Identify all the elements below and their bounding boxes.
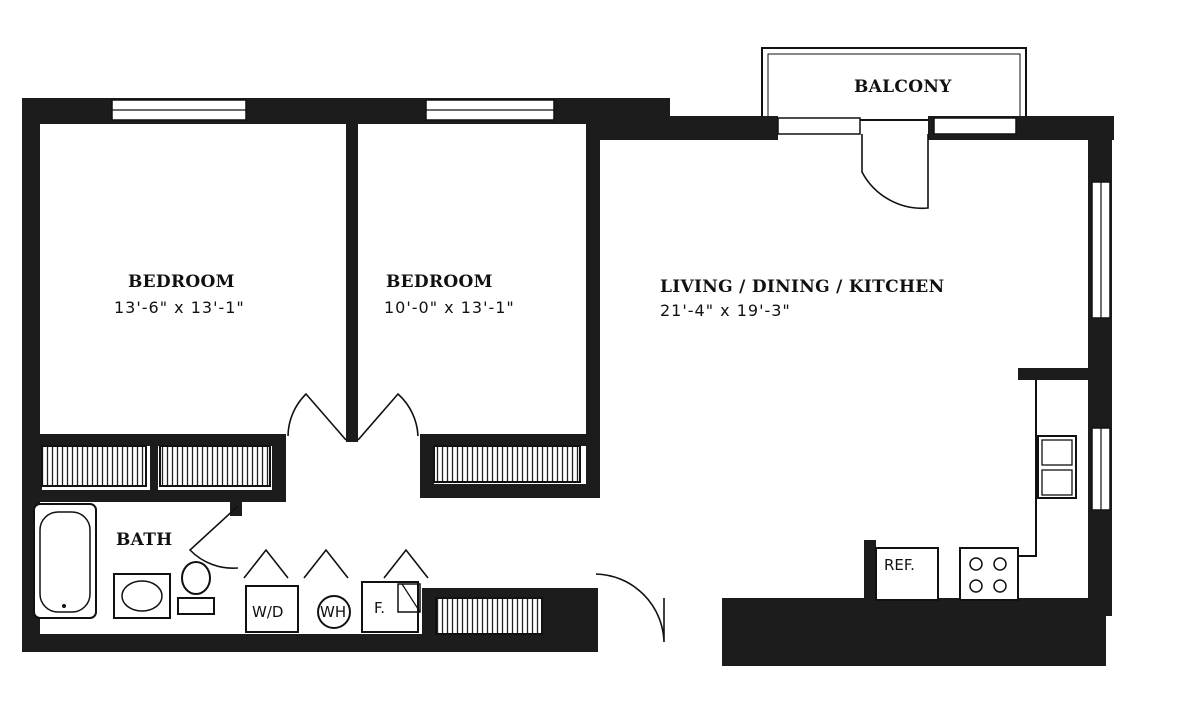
toilet xyxy=(177,561,215,615)
water-heater xyxy=(317,595,351,629)
exterior-walls xyxy=(22,98,1114,666)
washer-dryer xyxy=(245,585,299,633)
bath-name: BATH xyxy=(116,530,173,550)
stove xyxy=(959,547,1019,601)
bath-fixtures xyxy=(33,503,215,619)
living-name: LIVING / DINING / KITCHEN xyxy=(660,277,944,297)
furnace xyxy=(361,581,419,633)
kitchen-fixtures xyxy=(875,380,1077,601)
furnace-label: F. xyxy=(374,599,385,617)
washer-dryer-label: W/D xyxy=(252,603,283,621)
balcony-name: BALCONY xyxy=(854,77,952,97)
living-dimensions: 21'-4" x 19'-3" xyxy=(660,301,791,320)
closets xyxy=(41,445,581,635)
kitchen-sink xyxy=(1037,435,1077,499)
water-heater-label: WH xyxy=(320,603,346,621)
bedroom2-name: BEDROOM xyxy=(386,272,493,292)
windows xyxy=(111,99,1111,511)
bedroom1-dimensions: 13'-6" x 13'-1" xyxy=(114,298,245,317)
utility-fixtures xyxy=(245,581,421,633)
bedroom2-dimensions: 10'-0" x 13'-1" xyxy=(384,298,515,317)
bathtub xyxy=(33,503,97,619)
refrigerator xyxy=(875,547,939,601)
refrigerator-label: REF. xyxy=(884,556,915,574)
balcony xyxy=(761,47,1027,121)
doors xyxy=(188,134,929,643)
bedroom1-name: BEDROOM xyxy=(128,272,235,292)
